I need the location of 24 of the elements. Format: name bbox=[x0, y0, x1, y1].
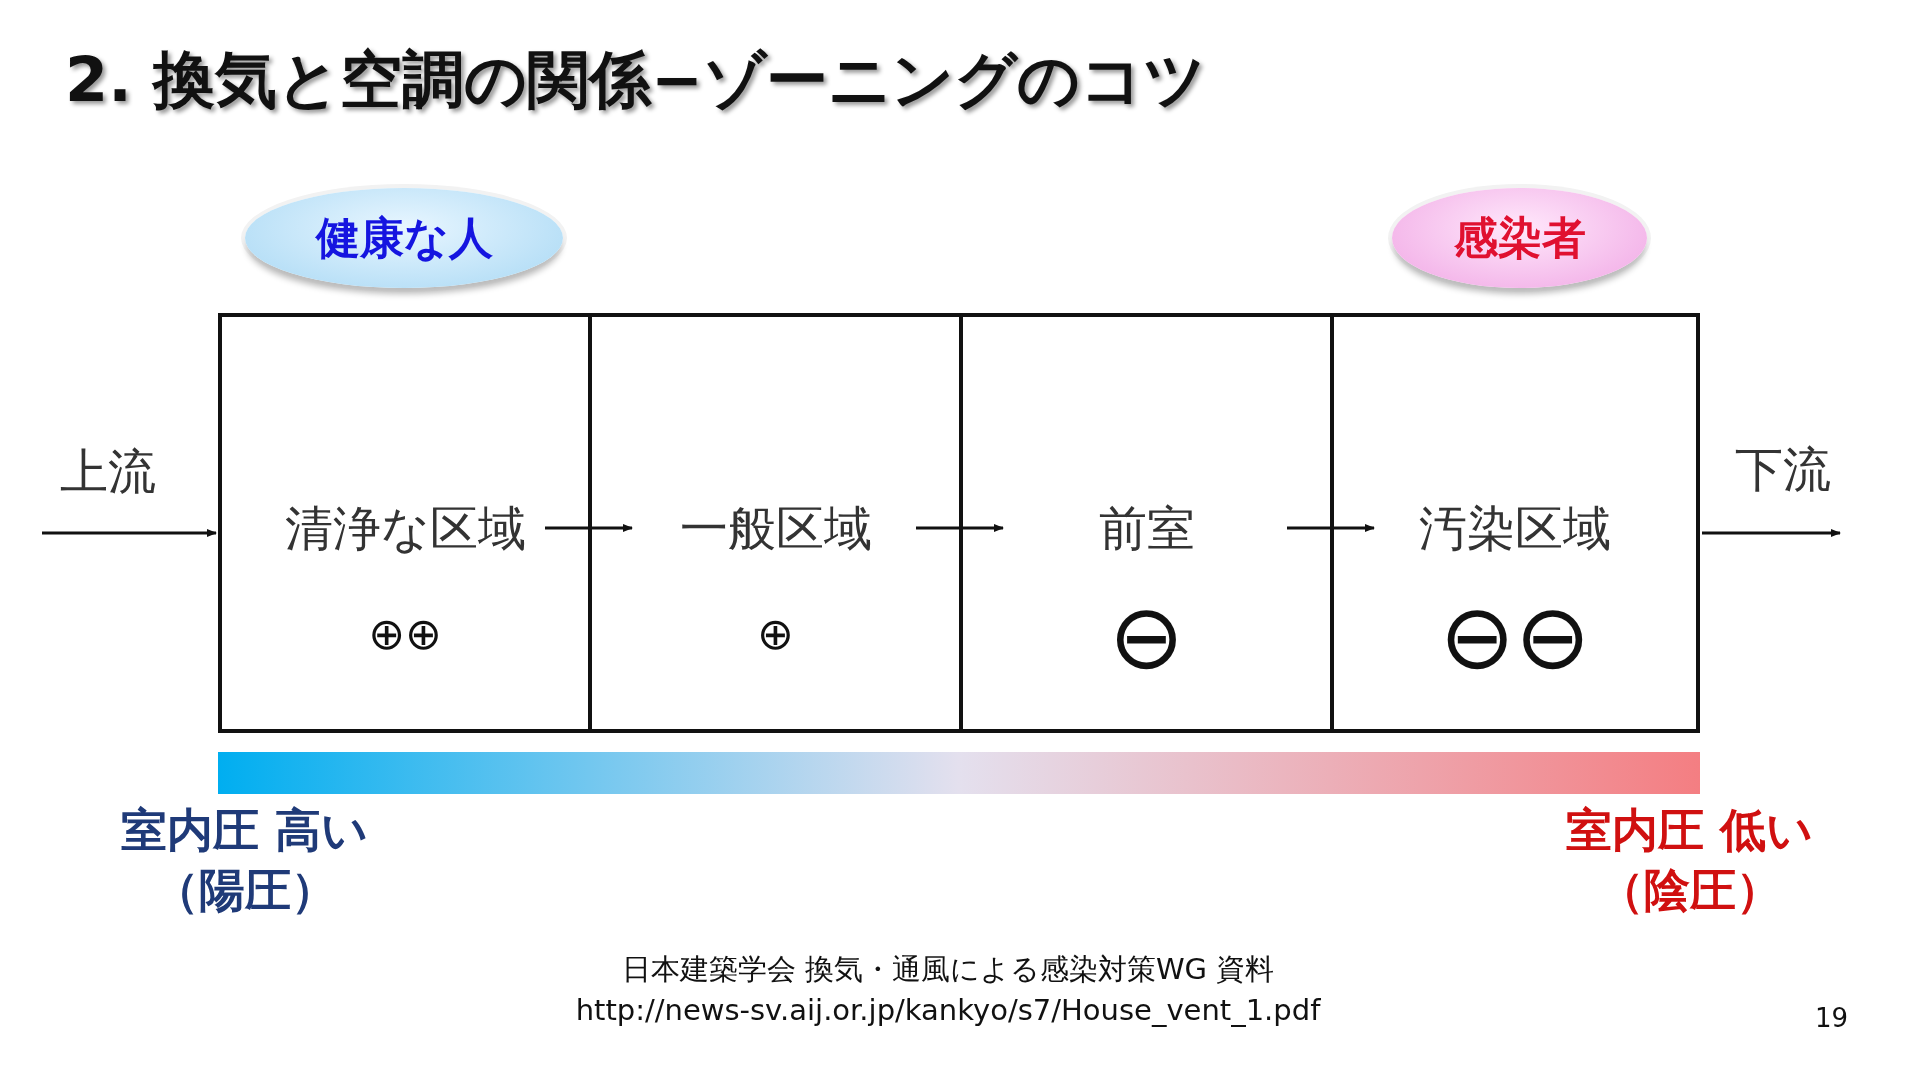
source-note: 日本建築学会 換気・通風による感染対策WG 資料 bbox=[620, 951, 1276, 988]
arrow bbox=[42, 529, 217, 537]
pressure-symbol: ⊕ bbox=[756, 612, 795, 656]
arrow bbox=[1702, 529, 1841, 537]
badge-label: 健康な人 bbox=[315, 210, 493, 265]
pressure-symbol: ⊖ bbox=[1107, 592, 1186, 682]
edge-label: 上流 bbox=[60, 442, 156, 501]
arrow bbox=[916, 524, 1004, 532]
zone-label: 汚染区域 bbox=[1418, 499, 1612, 558]
gradient-bar bbox=[218, 752, 1700, 794]
edge-label: 下流 bbox=[1735, 440, 1831, 499]
zone-label: 清浄な区域 bbox=[283, 499, 527, 558]
zone-label: 前室 bbox=[1097, 499, 1196, 558]
page-number: 19 bbox=[1815, 1003, 1849, 1033]
slide-title: 2. 換気と空調の関係−ゾーニングのコツ bbox=[65, 42, 1207, 118]
badge-label: 感染者 bbox=[1453, 210, 1586, 265]
pressure-symbol: ⊕⊕ bbox=[367, 612, 443, 656]
pressure-symbol: ⊖⊖ bbox=[1438, 592, 1592, 682]
source-url: http://news-sv.aij.or.jp/kankyo/s7/House_vent_1.pdf bbox=[574, 993, 1322, 1027]
arrow bbox=[1287, 524, 1375, 532]
pressure-note: 室内圧 高い（陽圧） bbox=[120, 802, 370, 919]
pressure-note: 室内圧 低い（陰圧） bbox=[1565, 802, 1815, 919]
arrow bbox=[545, 524, 633, 532]
zone-label: 一般区域 bbox=[678, 499, 873, 558]
